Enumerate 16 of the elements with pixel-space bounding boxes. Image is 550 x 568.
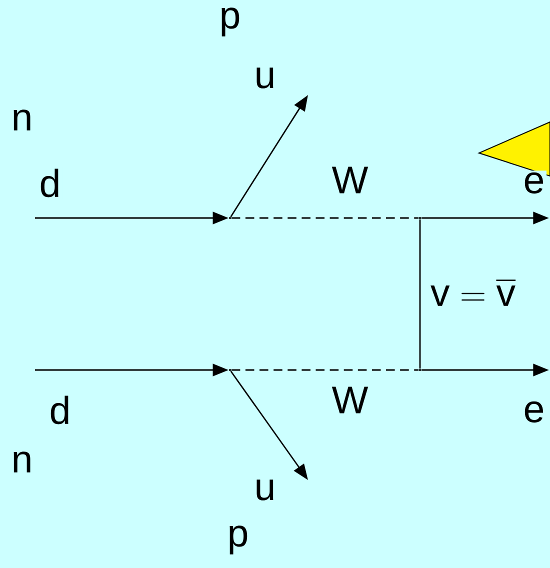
edge-label: W <box>330 164 370 196</box>
particle-label: p <box>230 526 248 554</box>
edge-label: e <box>522 170 546 196</box>
edge-label: u <box>252 478 278 502</box>
edge-label: d <box>38 167 62 199</box>
edge-label: W <box>330 384 370 416</box>
edge-label: e <box>522 400 546 424</box>
particle-label: n <box>14 452 30 472</box>
line <box>419 219 421 369</box>
edge-label: d <box>48 394 72 426</box>
dashed-line <box>231 217 419 219</box>
edge-label: $\text{v} = \overline{\text{v}}$ <box>428 276 518 308</box>
edge-label: u <box>252 66 278 90</box>
particle-label: n <box>14 110 30 130</box>
dashed-line <box>231 369 419 371</box>
particle-label: p <box>222 8 240 36</box>
